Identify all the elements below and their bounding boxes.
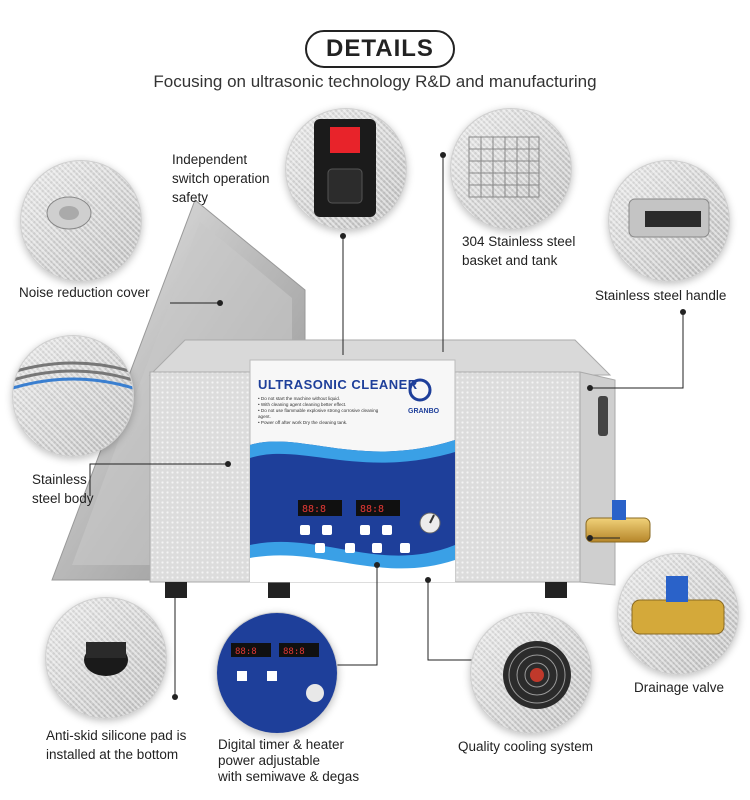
svg-text:88:8: 88:8	[283, 647, 305, 657]
label-drainage-valve: Drainage valve	[634, 680, 725, 695]
section-subtitle: Focusing on ultrasonic technology R&D an…	[153, 72, 597, 91]
detail-handle	[608, 160, 730, 282]
detail-switch	[285, 108, 407, 230]
label-noise-cover: Noise reduction cover	[19, 285, 150, 300]
detail-basket	[450, 108, 572, 230]
brand-name: GRANBO	[408, 408, 440, 415]
label-cooling: Quality cooling system	[458, 739, 594, 754]
section-title: DETAILS	[305, 30, 455, 68]
detail-silicone-pad	[45, 597, 167, 719]
svg-text:88:8: 88:8	[235, 647, 257, 657]
detail-cooling-system	[470, 612, 592, 734]
panel-title: ULTRASONIC CLEANER	[258, 377, 418, 392]
handle	[598, 396, 608, 436]
detail-control-panel: 88:8 88:8	[216, 612, 338, 734]
detail-steel-body	[12, 335, 134, 457]
rocker-switch-icon	[330, 127, 360, 153]
label-handle: Stainless steel handle	[595, 288, 727, 303]
panel-notes: • Do not start the machine without liqui…	[258, 396, 379, 425]
svg-text:88:8: 88:8	[360, 504, 384, 515]
detail-noise-cover	[20, 160, 142, 282]
detail-drainage-valve	[617, 553, 739, 675]
svg-text:88:8: 88:8	[302, 504, 326, 515]
